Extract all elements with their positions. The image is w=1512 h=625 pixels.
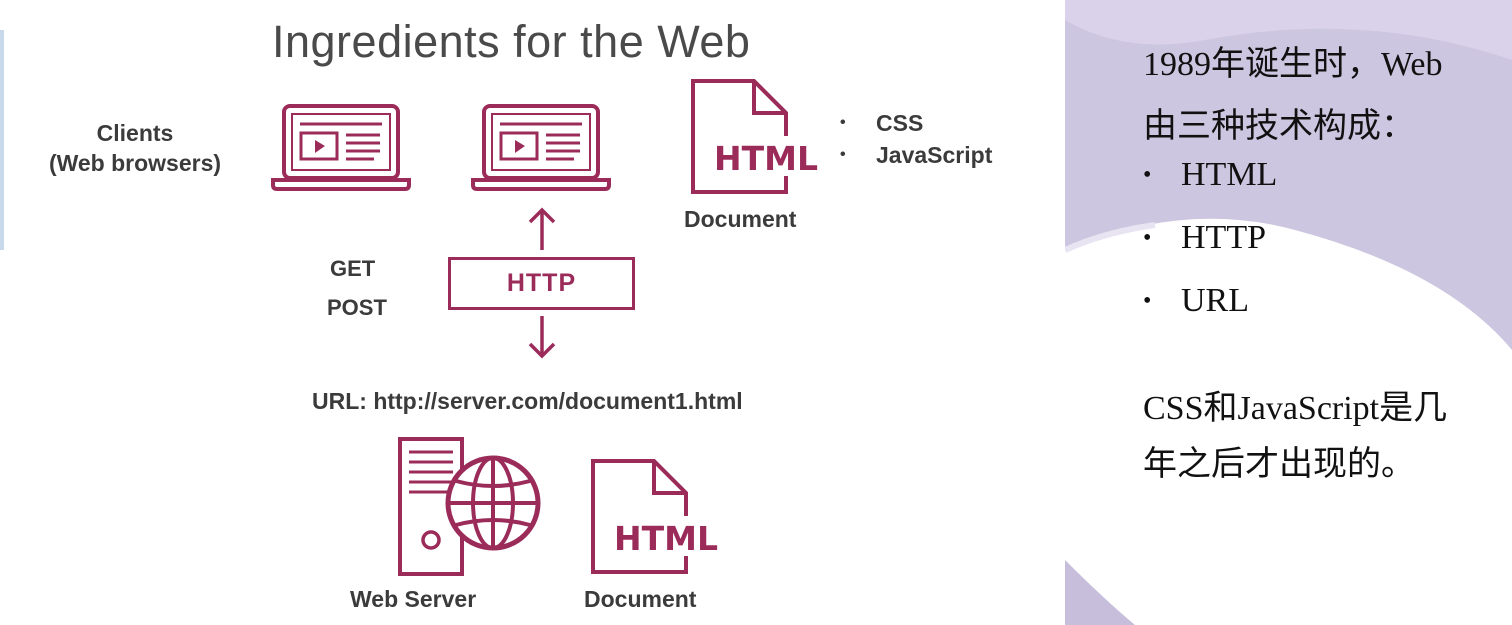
panel-tech-list: • HTML • HTTP • URL (1143, 152, 1277, 341)
panel-bullet: • (1143, 225, 1152, 251)
html-icon-text: HTML (714, 139, 818, 178)
panel-line-2: 由三种技术构成： (1143, 108, 1415, 145)
laptop-icon (271, 104, 411, 191)
globe-icon (445, 455, 541, 551)
bullet-item: • JavaScript (840, 139, 992, 171)
panel-item-label: HTTP (1181, 219, 1266, 256)
background-decoration (1065, 0, 1512, 625)
laptop-icon (471, 104, 611, 191)
html-icon-text: HTML (614, 519, 718, 558)
html-document-icon: HTML (591, 459, 718, 574)
clients-label: Clients (Web browsers) (20, 118, 250, 178)
bullet-label: JavaScript (876, 142, 993, 168)
panel-bullet: • (1143, 288, 1152, 314)
caption-panel: 1989年诞生时，Web 由三种技术构成： • HTML • HTTP • URL C… (1065, 0, 1512, 625)
bullet-label: CSS (876, 110, 924, 136)
panel-note-line-2: 年之后才出现的。 (1143, 446, 1415, 483)
panel-item-label: URL (1181, 282, 1249, 319)
panel-item-label: HTML (1181, 156, 1278, 193)
panel-note-line-1: CSS和JavaScript是几 (1143, 390, 1448, 427)
document-label: Document (684, 206, 797, 232)
panel-bullet: • (1143, 162, 1152, 188)
arrow-down-icon (528, 316, 556, 359)
html-document-icon: HTML (691, 79, 818, 194)
clients-label-line1: Clients (96, 120, 174, 146)
arrow-up-icon (528, 207, 556, 250)
document-label: Document (584, 586, 697, 612)
web-server-label: Web Server (350, 586, 477, 612)
panel-list-item: • URL (1143, 278, 1277, 341)
edge-strip (0, 30, 4, 250)
slide: Ingredients for the Web Clients (Web bro… (0, 16, 993, 612)
bullet-item: • CSS (840, 107, 992, 139)
panel-list-item: • HTML (1143, 152, 1277, 215)
slide-title: Ingredients for the Web (272, 16, 751, 67)
panel-line-1: 1989年诞生时，Web (1143, 46, 1443, 83)
tech-bullet-list: • CSS • JavaScript (840, 107, 992, 171)
watermark: @稀土掘金技术社区 (1353, 589, 1498, 606)
get-label: GET (330, 256, 376, 281)
url-label: URL: http://server.com/document1.html (312, 388, 743, 414)
post-label: POST (327, 295, 387, 320)
http-box: HTTP (448, 257, 635, 310)
bullet-dot: • (840, 114, 846, 131)
panel-list-item: • HTTP (1143, 215, 1277, 278)
bullet-dot: • (840, 146, 846, 163)
clients-label-line2: (Web browsers) (48, 150, 222, 176)
